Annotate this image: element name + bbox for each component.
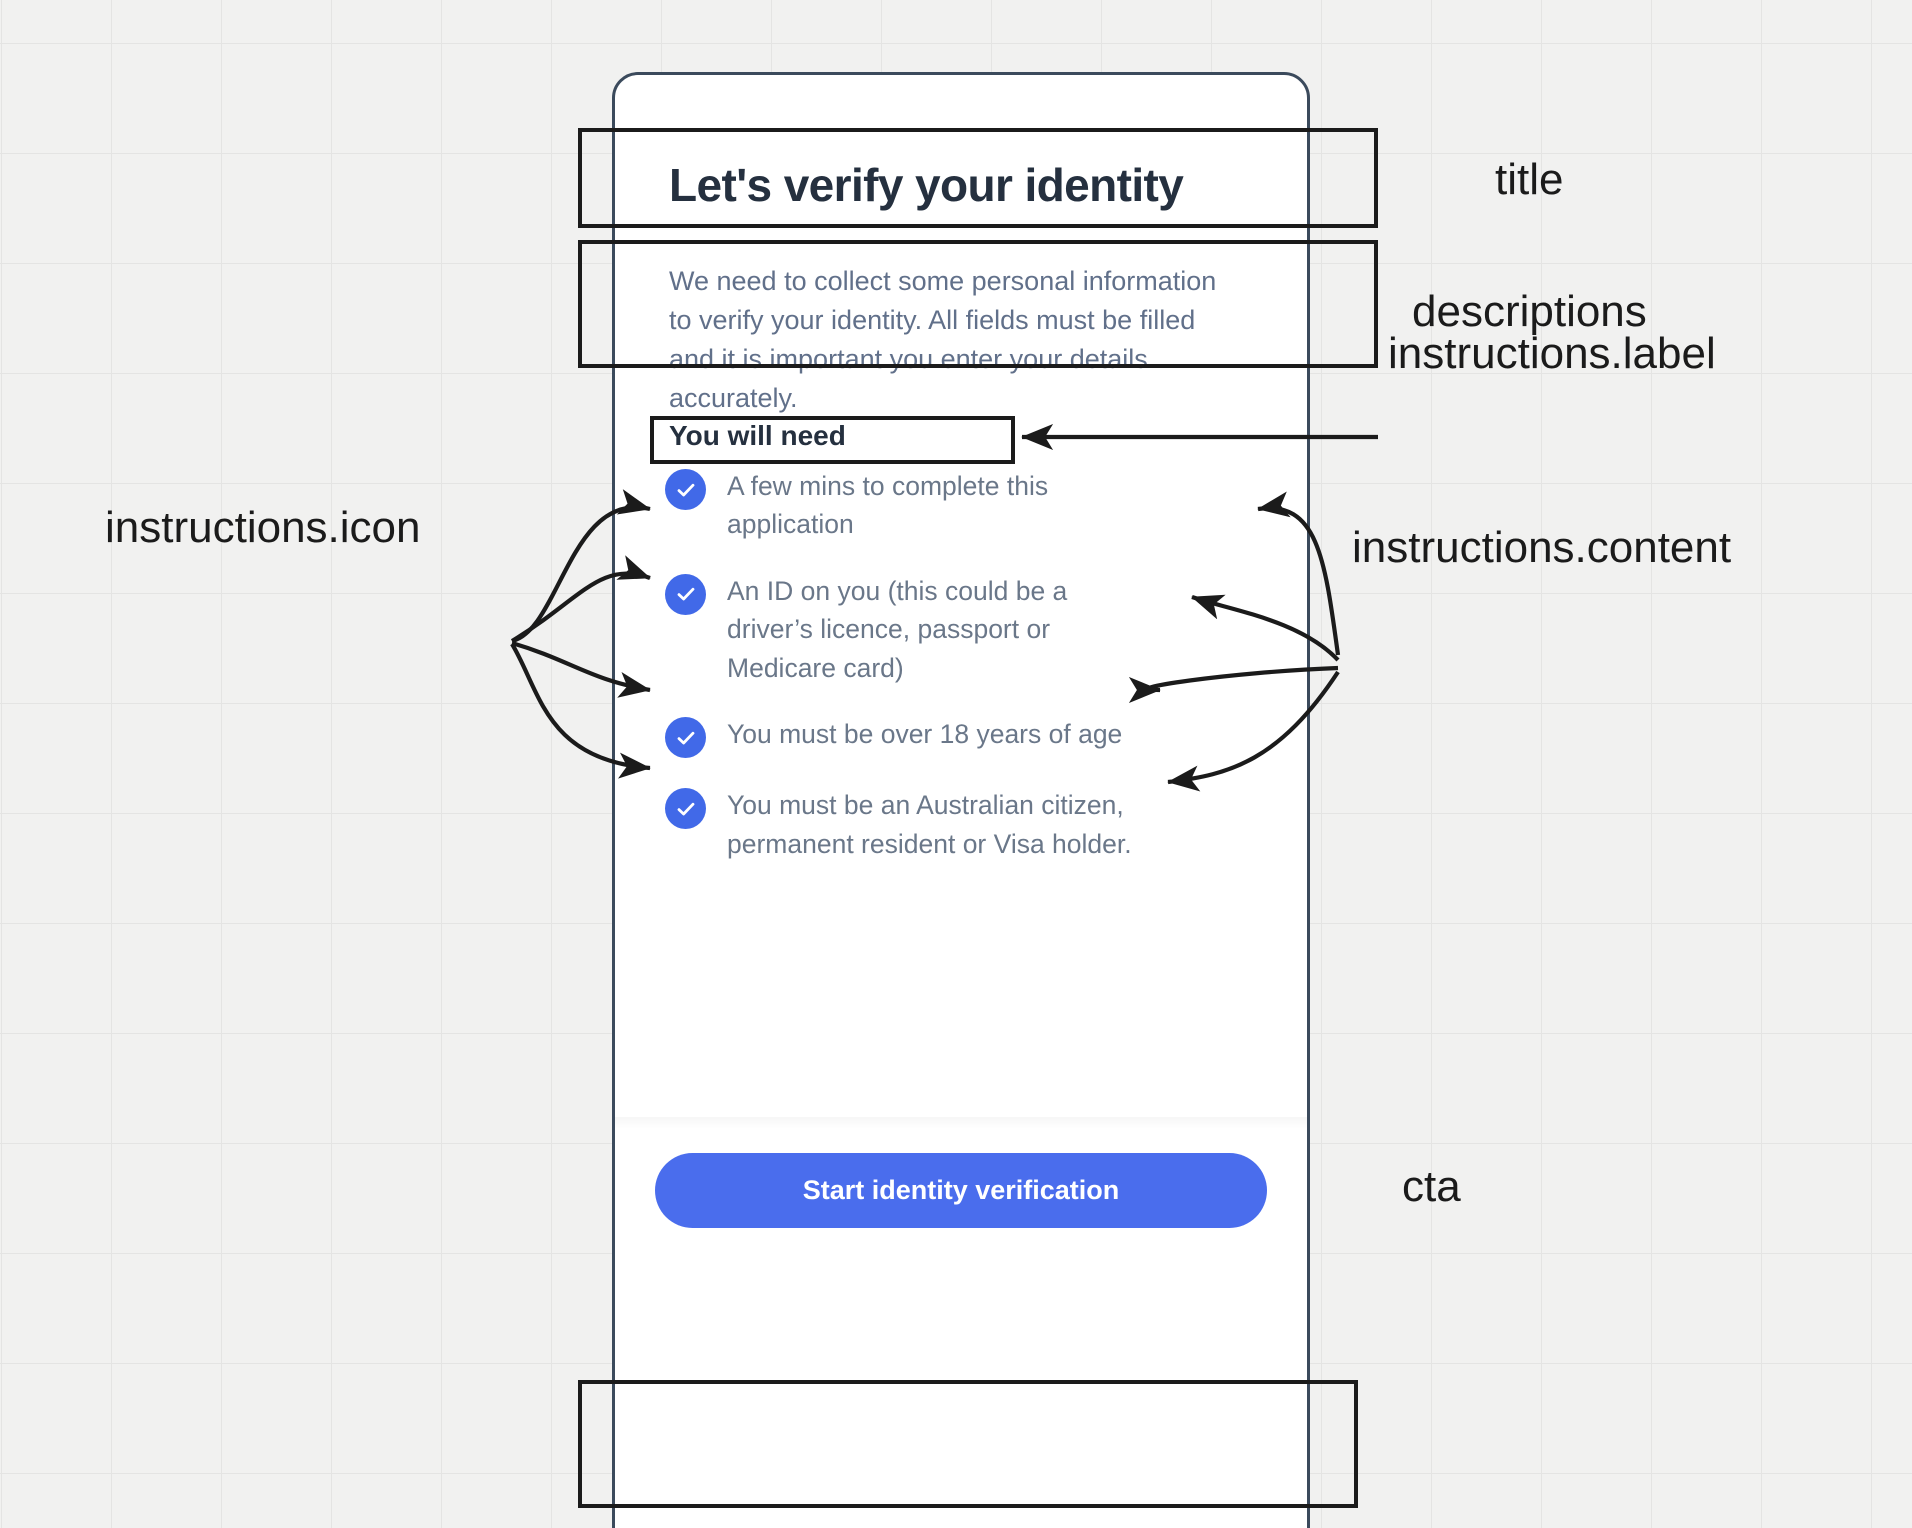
list-item: You must be an Australian citizen, perma…: [665, 786, 1265, 863]
check-circle-icon: [665, 469, 706, 510]
annotation-label-cta: cta: [1402, 1162, 1461, 1211]
list-item: You must be over 18 years of age: [665, 715, 1265, 759]
list-item-label: You must be an Australian citizen, perma…: [727, 790, 1132, 859]
cta-container: Start identity verification: [655, 1153, 1267, 1228]
instructions-label: You will need: [669, 420, 846, 451]
content-divider: [615, 1117, 1307, 1129]
check-circle-icon: [665, 788, 706, 830]
list-item-label: An ID on you (this could be a driver’s l…: [727, 575, 1068, 683]
list-item: A few mins to complete this application: [665, 467, 1265, 544]
annotation-label-instructions-label: instructions.label: [1388, 329, 1716, 378]
phone-frame: Let's verify your identity We need to co…: [612, 72, 1310, 1528]
phone-screen: Let's verify your identity We need to co…: [615, 75, 1307, 1528]
list-item-label: A few mins to complete this application: [727, 471, 1049, 540]
annotation-label-title: title: [1495, 155, 1564, 204]
check-circle-icon: [665, 717, 706, 759]
annotation-label-descriptions: descriptions: [1412, 287, 1647, 336]
annotation-label-instructions-icon: instructions.icon: [105, 503, 421, 552]
check-circle-icon: [665, 573, 706, 615]
page-title: Let's verify your identity: [669, 159, 1184, 211]
annotation-label-instructions-content: instructions.content: [1352, 523, 1732, 572]
instructions-list: A few mins to complete this application …: [665, 467, 1265, 891]
start-identity-verification-button[interactable]: Start identity verification: [655, 1153, 1267, 1228]
page-description: We need to collect some personal informa…: [669, 266, 1217, 414]
list-item-label: You must be over 18 years of age: [727, 719, 1123, 750]
list-item: An ID on you (this could be a driver’s l…: [665, 572, 1265, 687]
